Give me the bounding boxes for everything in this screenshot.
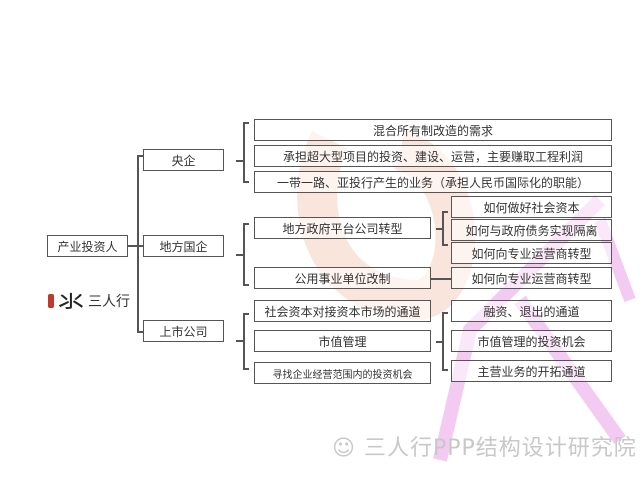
connector	[137, 155, 139, 332]
node-item: 公用事业单位改制	[254, 267, 431, 289]
seal-icon	[48, 293, 54, 308]
watermark-text: 三人行PPP结构设计研究院	[363, 436, 637, 461]
bracket	[243, 313, 249, 315]
node-sub-item: 如何向专业运营商转型	[451, 267, 612, 289]
node-sub-item: 主营业务的开拓通道	[451, 360, 612, 382]
bracket	[442, 211, 448, 213]
logo-glyph-icon: 氺	[58, 288, 85, 318]
watermark: ☺ 三人行PPP结构设计研究院	[332, 430, 637, 462]
bracket	[243, 122, 249, 124]
node-local-soe: 地方国企	[143, 235, 224, 257]
logo-text: 三人行	[88, 293, 131, 310]
bracket	[442, 211, 444, 245]
node-sub-item: 如何向专业运营商转型	[451, 242, 612, 264]
node-sub-item: 融资、退出的通道	[451, 300, 612, 322]
connector	[431, 278, 451, 280]
bracket	[243, 181, 249, 183]
bracket	[243, 368, 249, 370]
bracket	[236, 254, 243, 256]
connector	[137, 331, 143, 333]
bracket	[243, 223, 249, 225]
node-central-soe: 央企	[143, 149, 224, 171]
node-item: 承担超大型项目的投资、建设、运营，主要赚取工程利润	[254, 145, 612, 167]
bracket	[436, 341, 442, 343]
bracket	[442, 244, 448, 246]
root-node: 产业投资人	[47, 235, 128, 257]
bracket	[442, 312, 448, 314]
node-item: 市值管理	[254, 330, 431, 352]
connector	[137, 245, 143, 247]
node-sub-item: 市值管理的投资机会	[451, 330, 612, 352]
bracket	[243, 284, 249, 286]
node-listed-company: 上市公司	[143, 320, 224, 342]
wechat-icon: ☺	[332, 436, 356, 461]
connector	[137, 155, 143, 157]
bracket	[436, 228, 442, 230]
node-item: 混合所有制改造的需求	[254, 119, 612, 141]
bracket	[236, 340, 243, 342]
node-sub-item: 如何做好社会资本	[451, 196, 612, 218]
logo: 氺 三人行	[48, 282, 130, 319]
bracket	[236, 160, 243, 162]
bracket	[243, 313, 245, 369]
bracket	[442, 312, 444, 370]
node-item: 地方政府平台公司转型	[254, 217, 431, 239]
node-item: 一带一路、亚投行产生的业务（承担人民币国际化的职能）	[254, 171, 612, 193]
bracket	[442, 369, 448, 371]
node-item: 社会资本对接资本市场的通道	[254, 300, 431, 322]
bracket	[243, 122, 245, 182]
connector	[128, 245, 138, 247]
node-item: 寻找企业经营范围内的投资机会	[254, 362, 431, 384]
bracket	[243, 223, 245, 285]
node-sub-item: 如何与政府债务实现隔离	[451, 219, 612, 241]
